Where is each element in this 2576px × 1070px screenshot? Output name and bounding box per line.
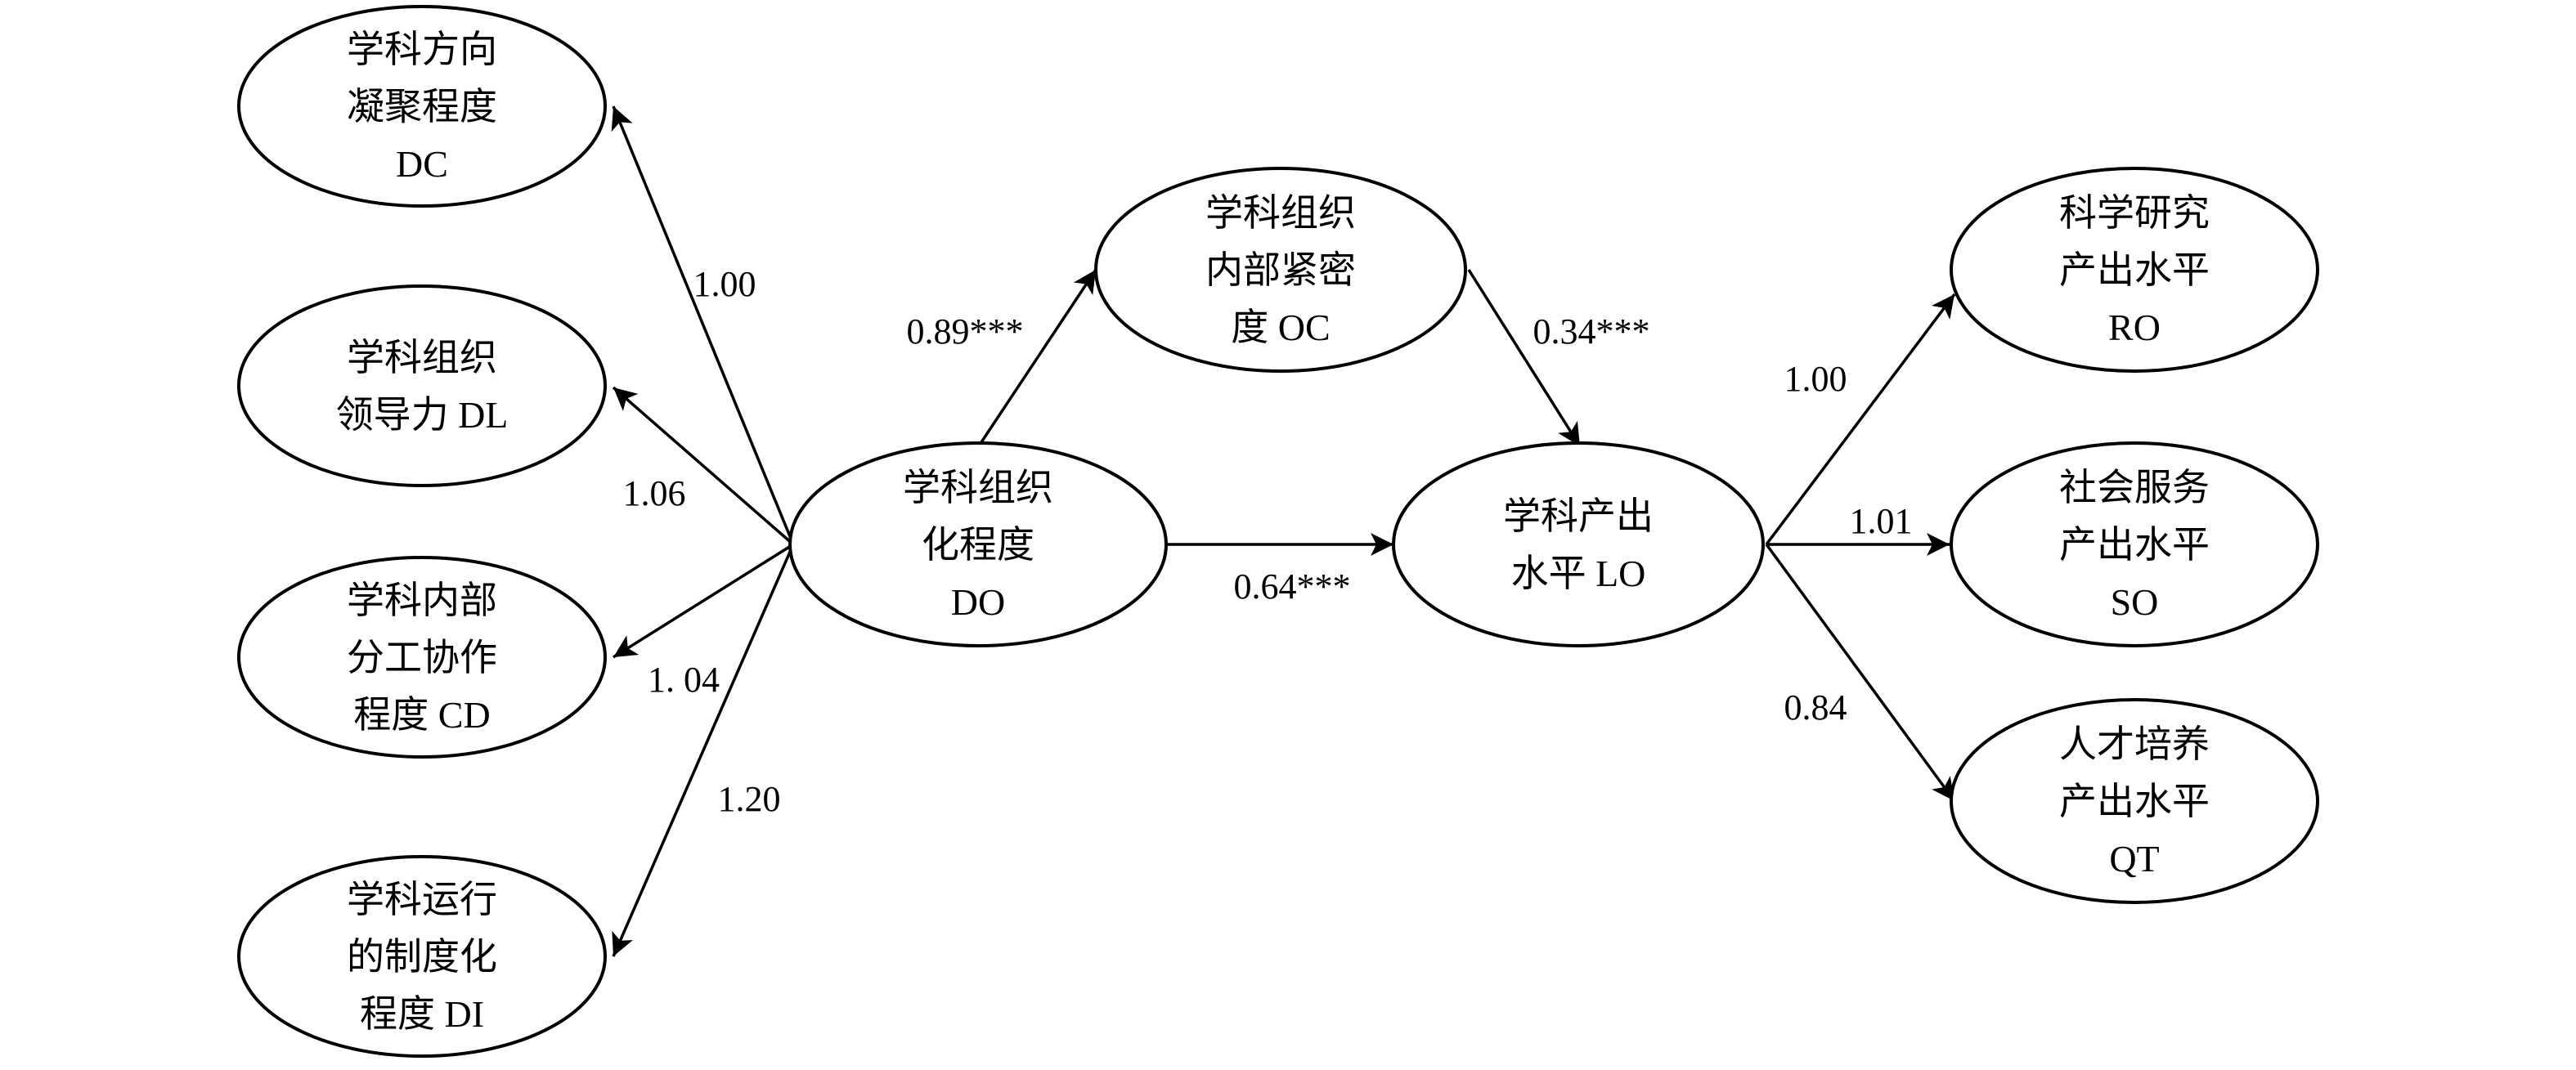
node-label-line: 学科组织 [347, 337, 497, 378]
node-ellipse [237, 556, 607, 759]
node-label-line: 科学研究 [2059, 192, 2210, 234]
node-ellipse [237, 284, 607, 487]
coefficient-label-lo-qt: 0.84 [1784, 687, 1847, 728]
node-label-line: 产出水平 [2059, 781, 2210, 822]
node-label-line: 学科组织 [1205, 192, 1356, 234]
coefficient-label-do-lo: 0.64*** [1234, 566, 1351, 607]
node-ellipse [1950, 441, 2319, 647]
node-label-line: DC [396, 143, 448, 185]
coefficient-label-do-di: 1.20 [718, 779, 781, 819]
node-label-line: 程度 CD [353, 694, 490, 736]
node-ellipse [1094, 167, 1467, 373]
node-label-line: 度 OC [1231, 307, 1330, 348]
node-label-line: 学科内部 [347, 580, 497, 621]
node-label-line: 化程度 [922, 524, 1034, 566]
edge-oc-lo [1467, 269, 1582, 447]
node-label-line: 程度 DI [360, 993, 484, 1035]
node-label-line: 凝聚程度 [347, 86, 497, 128]
coefficient-label-oc-lo: 0.34*** [1533, 311, 1650, 351]
node-label-line: 分工协作 [347, 637, 497, 678]
node-ellipse [1950, 698, 2319, 904]
node-ellipse [1392, 441, 1765, 647]
node-label-line: 人才培养 [2059, 723, 2210, 765]
edge-do-oc [978, 269, 1097, 445]
node-label-line: RO [2108, 307, 2161, 348]
edge-lo-ro [1765, 293, 1956, 546]
coefficient-label-do-dl: 1.06 [623, 473, 686, 513]
coefficient-label-do-dc: 1.00 [693, 264, 756, 304]
node-label-line: DO [951, 581, 1005, 623]
coefficient-label-lo-so: 1.01 [1850, 501, 1913, 541]
edge-do-cd [613, 543, 794, 659]
node-label-line: 领导力 DL [336, 394, 509, 436]
edge-do-di [612, 544, 795, 957]
node-ellipse [788, 441, 1168, 647]
node-ellipse [1950, 167, 2319, 373]
node-label-line: 内部紧密 [1205, 249, 1356, 291]
node-ellipse [237, 5, 607, 208]
node-label-line: 社会服务 [2059, 467, 2210, 508]
node-label-line: 学科方向 [347, 29, 497, 70]
edge-lo-qt [1765, 543, 1956, 803]
node-label-line: 学科运行 [347, 879, 497, 920]
coefficient-label-do-oc: 0.89*** [907, 311, 1024, 351]
node-ellipse [237, 855, 607, 1058]
coefficient-label-do-cd: 1. 04 [648, 660, 720, 700]
node-label-line: QT [2109, 838, 2159, 880]
node-label-line: SO [2111, 581, 2159, 623]
edge-do-dl [612, 386, 795, 546]
edge-do-dc [611, 105, 795, 545]
node-label-line: 产出水平 [2059, 524, 2210, 566]
node-label-line: 学科组织 [903, 467, 1053, 508]
node-label-line: 水平 LO [1511, 553, 1646, 594]
node-label-line: 产出水平 [2059, 249, 2210, 291]
node-label-line: 学科产出 [1503, 495, 1654, 537]
node-label-line: 的制度化 [347, 936, 497, 978]
coefficient-label-lo-ro: 1.00 [1784, 359, 1847, 399]
